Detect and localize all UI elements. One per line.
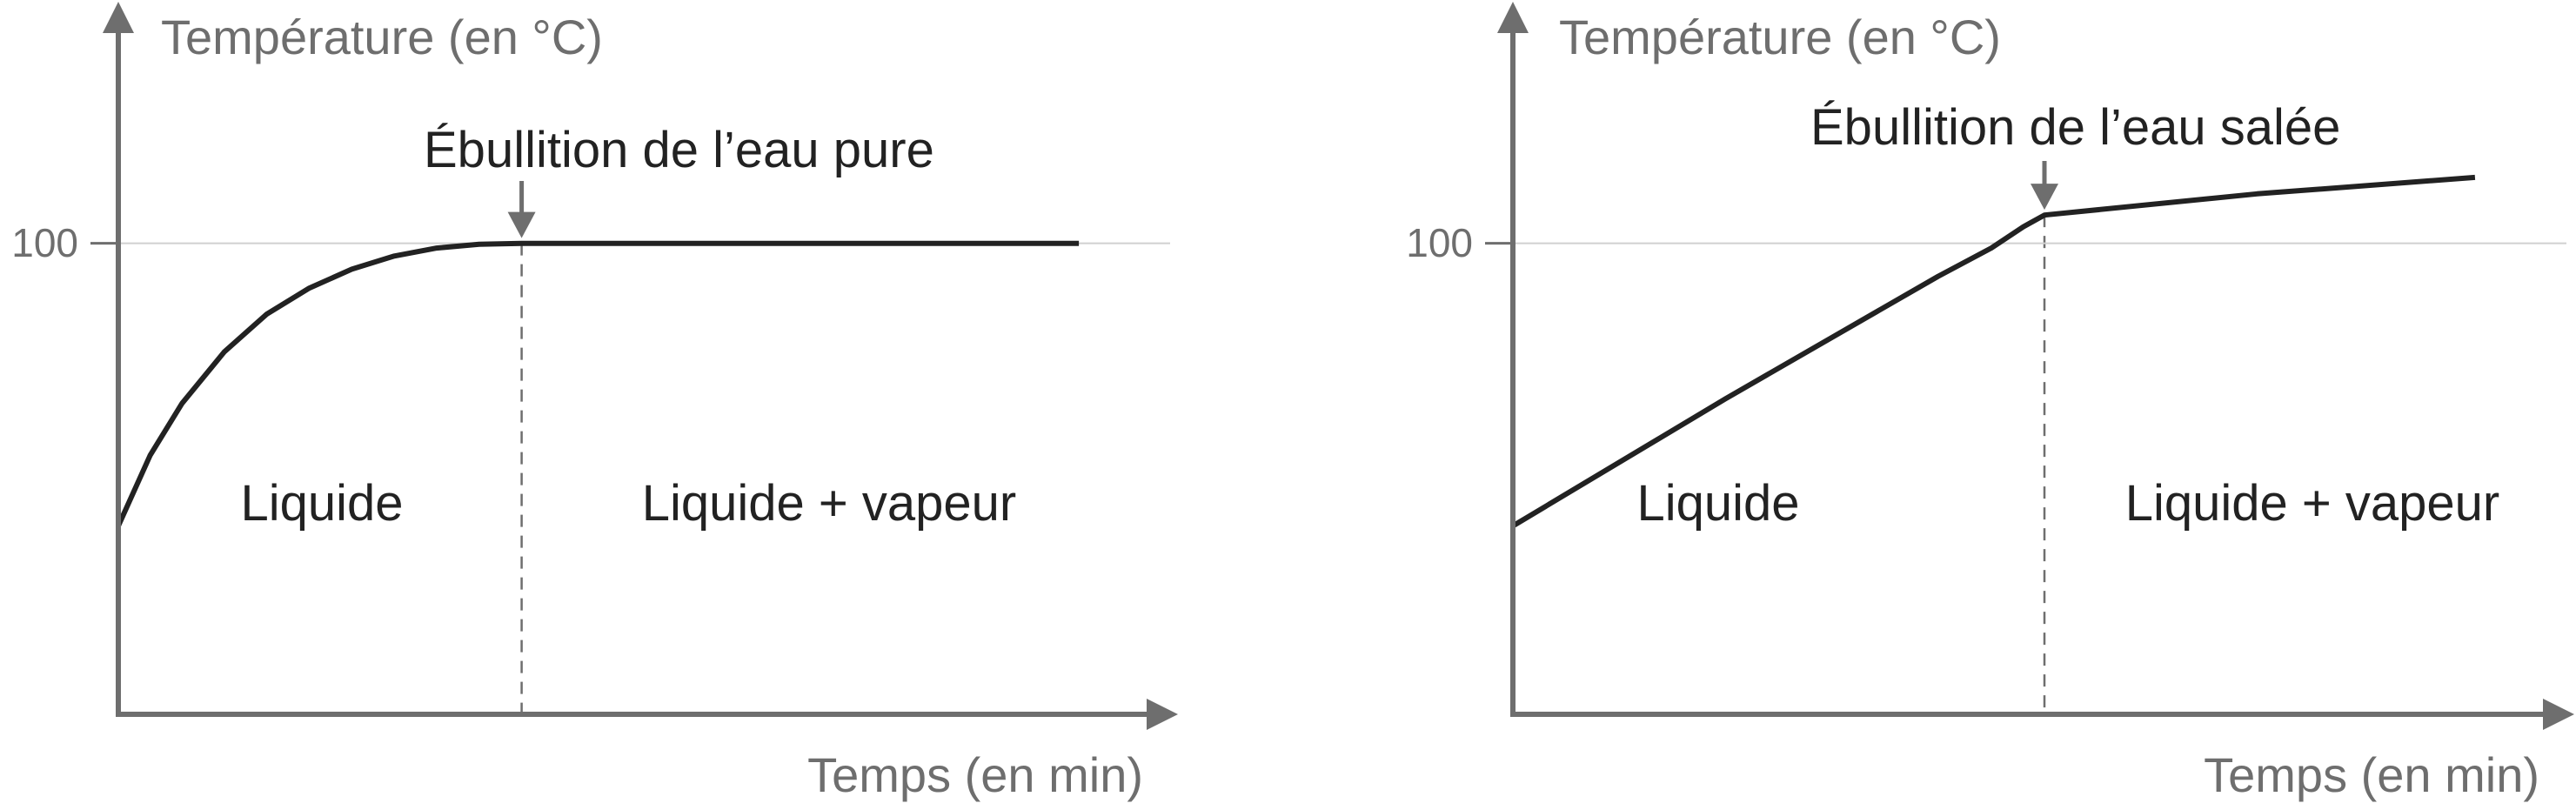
down-arrow-icon [507,211,536,238]
y-axis-arrow-icon [1497,2,1529,33]
region-label-liquid: Liquide [1636,475,1799,532]
x-axis-arrow-icon [2543,699,2574,730]
region-label-liquid: Liquide [240,475,403,532]
down-arrow-icon [2031,184,2058,211]
chart-pure-water: Température (en °C) Temps (en min) 100 É… [11,2,1178,802]
y-tick-label-100: 100 [11,220,78,265]
x-axis-arrow-icon [1147,699,1178,730]
y-axis-label: Température (en °C) [161,10,603,64]
region-label-liquid-vapor: Liquide + vapeur [2125,475,2500,532]
y-axis-label: Température (en °C) [1559,10,2001,64]
boiling-annotation: Ébullition de l’eau pure [424,122,934,178]
y-axis-arrow-icon [103,2,134,33]
temperature-curve [1511,174,2476,529]
x-axis-label: Temps (en min) [2204,747,2539,802]
region-label-liquid-vapor: Liquide + vapeur [642,475,1017,532]
x-axis-label: Temps (en min) [807,747,1143,802]
boiling-annotation: Ébullition de l’eau salée [1810,99,2340,156]
chart-salt-water: Température (en °C) Temps (en min) 100 É… [1406,2,2574,802]
y-tick-label-100: 100 [1406,220,1473,265]
temperature-curve [116,240,1080,527]
